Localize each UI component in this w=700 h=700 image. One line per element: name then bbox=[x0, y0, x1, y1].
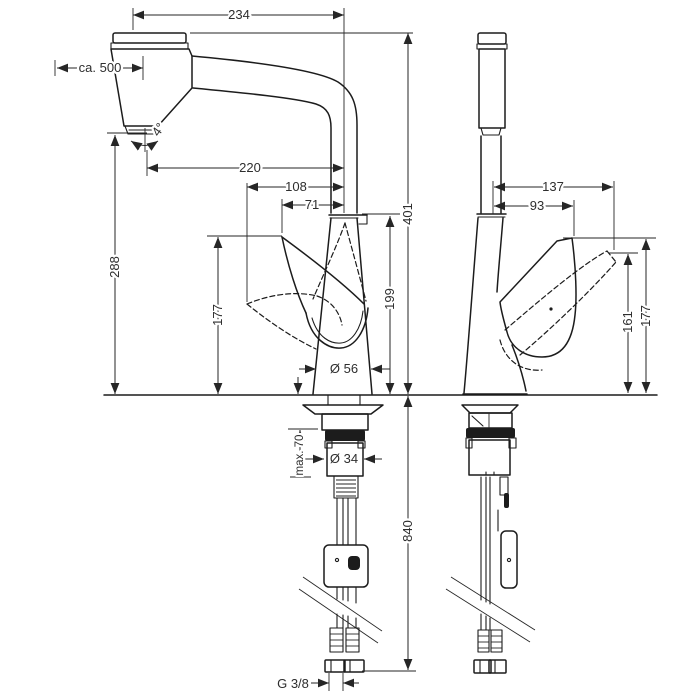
dim-label-g38: G 3/8 bbox=[277, 676, 309, 691]
front-spray-head bbox=[110, 32, 193, 135]
dim-label-161: 161 bbox=[620, 311, 635, 333]
dim-label-234: 234 bbox=[228, 7, 250, 22]
dim-label-71: 71 bbox=[305, 197, 319, 212]
hose-weight-side bbox=[500, 530, 518, 589]
front-mounting-shank bbox=[326, 442, 364, 499]
dim-label-840: 840 bbox=[400, 520, 415, 542]
side-view bbox=[445, 32, 617, 674]
dim-label-177-side: 177 bbox=[638, 305, 653, 327]
side-extension-lines bbox=[492, 181, 656, 254]
front-view bbox=[110, 32, 384, 673]
break-lines bbox=[298, 576, 383, 644]
front-spout-arm bbox=[191, 55, 368, 225]
hex-nut bbox=[488, 659, 507, 674]
hose-weight bbox=[323, 544, 369, 588]
front-dimensions: 234 ca. 500 4° 220 108 71 288 177 199 40… bbox=[54, 5, 417, 693]
dim-label-max70: max. 70 bbox=[294, 435, 306, 476]
front-escutcheon bbox=[302, 394, 384, 449]
dim-label-ca500: ca. 500 bbox=[79, 60, 122, 75]
hex-nut bbox=[324, 659, 346, 673]
thread-hatch bbox=[336, 479, 356, 497]
side-dimensions: 137 93 177 161 bbox=[492, 177, 656, 393]
break-lines-side bbox=[445, 576, 536, 643]
dim-label-93: 93 bbox=[530, 198, 544, 213]
hose-connectors-side bbox=[473, 629, 507, 674]
front-dimension-lines bbox=[57, 10, 413, 688]
side-escutcheon bbox=[461, 404, 519, 476]
front-handle-solid bbox=[281, 236, 365, 314]
side-handle-solid bbox=[499, 237, 577, 358]
side-dimension-lines bbox=[494, 182, 651, 393]
front-body-cone bbox=[305, 217, 373, 395]
front-extension-lines bbox=[54, 8, 416, 691]
dim-label-177-front: 177 bbox=[210, 304, 225, 326]
dim-label-d56: Ø 56 bbox=[330, 361, 358, 376]
front-handle-dashed-lowered bbox=[246, 293, 343, 350]
side-spray-head bbox=[476, 32, 508, 136]
side-body bbox=[462, 217, 528, 395]
dim-label-199: 199 bbox=[382, 288, 397, 310]
hose-connectors bbox=[324, 627, 365, 673]
dim-label-d34: Ø 34 bbox=[330, 451, 358, 466]
dim-label-137: 137 bbox=[542, 179, 564, 194]
side-handle-dashed bbox=[499, 250, 617, 371]
dim-label-288: 288 bbox=[107, 256, 122, 278]
side-spout-column bbox=[476, 135, 507, 218]
dim-label-220: 220 bbox=[239, 160, 261, 175]
front-handle-dashed-raised bbox=[312, 222, 367, 302]
side-supply-hoses bbox=[445, 476, 536, 674]
front-supply-hoses bbox=[298, 497, 383, 673]
hex-nut bbox=[473, 659, 492, 674]
hex-nut bbox=[343, 659, 365, 673]
dim-arc-4deg bbox=[130, 140, 159, 151]
dim-label-4deg: 4° bbox=[149, 120, 168, 139]
dim-label-401: 401 bbox=[400, 203, 415, 225]
dim-label-108: 108 bbox=[285, 179, 307, 194]
